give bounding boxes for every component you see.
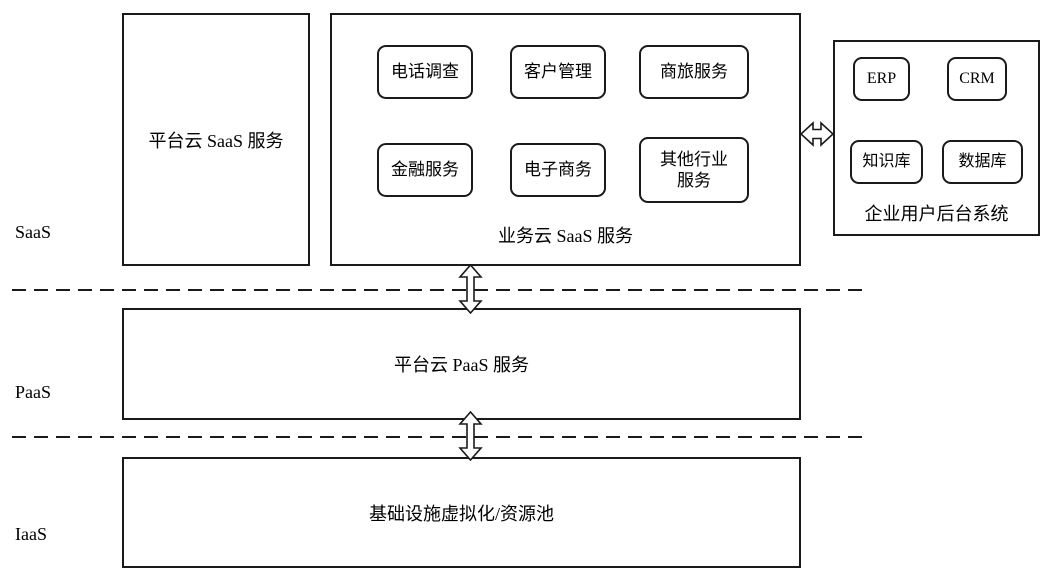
enterprise-backend-label: 企业用户后台系统 (864, 204, 1009, 224)
backend-box-database: 数据库 (942, 140, 1023, 184)
paas-label: 平台云 PaaS 服务 (394, 355, 529, 375)
service-box-financial-services: 金融服务 (377, 143, 473, 197)
service-box-telephone-survey: 电话调查 (377, 45, 473, 99)
iaas-label: 基础设施虚拟化/资源池 (369, 503, 554, 524)
enterprise-backend-box: ERP CRM 知识库 数据库 企业用户后台系统 (833, 40, 1040, 236)
service-label: 金融服务 (391, 160, 459, 180)
bidirectional-arrow-horizontal-icon (799, 119, 835, 149)
backend-box-erp: ERP (853, 57, 910, 101)
service-box-business-travel: 商旅服务 (639, 45, 749, 99)
platform-saas-label: 平台云 SaaS 服务 (148, 130, 284, 151)
backend-box-crm: CRM (947, 57, 1007, 101)
saas-paas-divider (12, 289, 862, 291)
service-label: 客户管理 (524, 62, 592, 82)
bidirectional-arrow-vertical-icon (457, 263, 484, 315)
backend-label: 数据库 (958, 153, 1007, 170)
paas-box: 平台云 PaaS 服务 (122, 308, 801, 420)
bidirectional-arrow-vertical-icon (457, 410, 484, 462)
backend-box-knowledge-base: 知识库 (850, 140, 923, 184)
paas-iaas-divider (12, 436, 862, 438)
business-saas-box: 电话调查 客户管理 商旅服务 金融服务 电子商务 其他行业服务 业务云 SaaS… (330, 13, 801, 266)
service-box-other-industries: 其他行业服务 (639, 137, 749, 203)
layer-label-iaas: IaaS (15, 524, 47, 544)
service-box-ecommerce: 电子商务 (510, 143, 606, 197)
backend-label: ERP (866, 70, 897, 87)
iaas-box: 基础设施虚拟化/资源池 (122, 457, 801, 568)
backend-label: 知识库 (862, 153, 911, 170)
business-saas-label: 业务云 SaaS 服务 (498, 226, 633, 246)
layer-label-paas: PaaS (15, 382, 51, 402)
service-label: 电子商务 (524, 160, 592, 180)
service-label: 其他行业服务 (660, 149, 728, 190)
service-label: 电话调查 (391, 62, 459, 82)
backend-label: CRM (959, 70, 995, 87)
layer-label-saas: SaaS (15, 222, 51, 242)
service-box-customer-management: 客户管理 (510, 45, 606, 99)
platform-saas-box: 平台云 SaaS 服务 (122, 13, 310, 266)
service-label: 商旅服务 (660, 62, 728, 82)
